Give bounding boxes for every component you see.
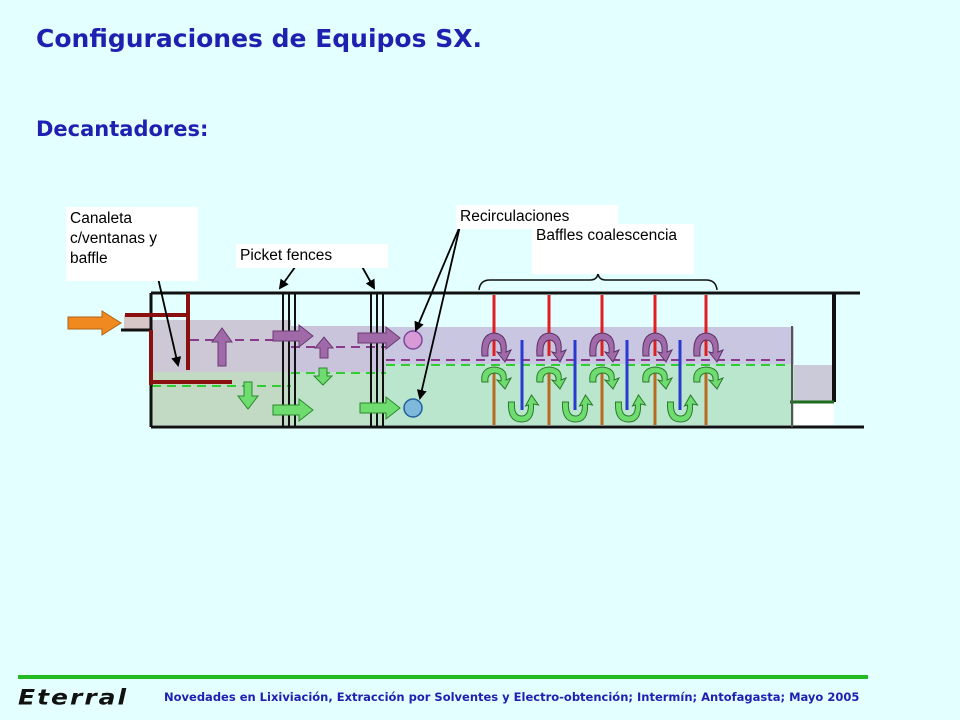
swirl-arrow-icon [589,332,621,363]
aqueous-down-arrow-icon [312,367,334,386]
swirl-arrow-icon [507,394,540,423]
launder-baffle [125,293,232,385]
baffles-brace [478,271,718,291]
aqueous-right-arrow-icon [359,395,401,421]
slide-title: Configuraciones de Equipos SX. [36,24,482,53]
coalescence-baffles-red [492,295,708,356]
swirl-arrow-icon [614,394,647,423]
swirl-arrow-icon [666,394,699,423]
callout-canaleta: Canaleta c/ventanas y baffle [66,207,198,281]
callout-baffles: Baffles coalescencia [532,224,694,274]
aqueous-flow-arrows [236,367,401,423]
callout-picket-fences: Picket fences [236,244,388,268]
organic-recirculation-circle-icon [403,330,423,350]
organic-up-arrow-icon [313,336,335,359]
slide-subtitle: Decantadores: [36,117,209,141]
swirl-arrow-icon [693,366,725,390]
organic-flow-arrows [211,323,401,367]
swirl-arrow-icon [481,332,513,363]
swirl-arrow-icon [642,366,674,390]
aqueous-recirculation-circle-icon [403,398,423,418]
swirl-arrow-icon [536,332,568,363]
feed-arrow-icon [67,310,122,336]
footer-bar [18,675,868,679]
swirl-arrow-icon [561,394,594,423]
organic-up-arrow-icon [211,327,233,367]
swirl-arrow-icon [693,332,725,363]
coalescence-baffles-blue [520,340,682,410]
swirl-arrow-icon [642,332,674,363]
aqueous-down-arrow-icon [236,381,260,410]
coalescence-baffles-brown [492,370,708,425]
swirl-arrow-icon [589,366,621,390]
organic-right-arrow-icon [272,323,314,349]
footer-text: Novedades en Lixiviación, Extracción por… [164,690,860,704]
swirl-arrow-icon [536,366,568,390]
overflow-chamber [794,365,834,425]
swirl-arrow-icon [481,366,513,390]
coalescence-swirl-arrows [481,332,725,423]
organic-right-arrow-icon [357,325,401,351]
company-logo: Eterral [18,685,129,710]
aqueous-right-arrow-icon [272,397,314,423]
